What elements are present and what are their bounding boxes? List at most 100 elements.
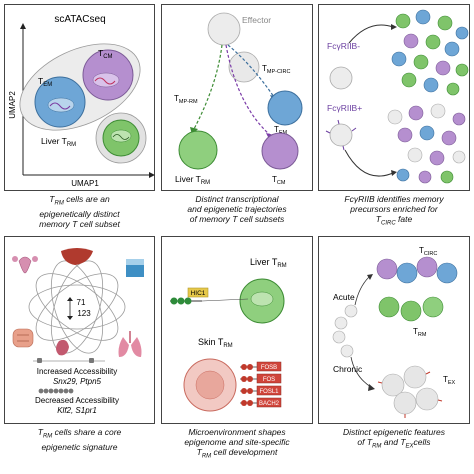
acute-arrow bbox=[354, 276, 370, 306]
increased-label: Increased Accessibility bbox=[37, 367, 117, 376]
precursor-chain bbox=[332, 304, 358, 358]
caption-panel1: TRM cells are an epigenetically distinct… bbox=[39, 194, 120, 229]
trajectory-to-tcm bbox=[225, 44, 271, 136]
microenvironment-diagram: Liver TRM HIC1 Skin TRM FOSB FOS bbox=[170, 257, 287, 412]
decreased-label: Decreased Accessibility bbox=[35, 396, 119, 405]
x-axis-arrow bbox=[149, 172, 155, 178]
caption-panel2: Distinct transcriptional and epigenetic … bbox=[187, 194, 287, 224]
fcgr2b-neg-cell bbox=[329, 66, 353, 90]
tem-cell-2 bbox=[267, 90, 303, 126]
fosb-box bbox=[256, 361, 282, 372]
chronic-arrowhead bbox=[368, 384, 375, 391]
tcm-cell-2 bbox=[261, 132, 299, 170]
fcgr2b-pos-label: FcγRIIB+ bbox=[327, 103, 362, 113]
tex-label: TEX bbox=[443, 375, 456, 386]
tem-chromatin bbox=[49, 102, 71, 110]
acute-chronic-diagram: Acute Chronic TCIRC TRM bbox=[332, 246, 458, 418]
fcgr2b-pos-progeny bbox=[387, 103, 466, 184]
umap2-label: UMAP2 bbox=[8, 91, 17, 119]
liver-trm-label: Liver TRM bbox=[41, 136, 76, 148]
liver-chromatin bbox=[112, 134, 130, 140]
tmp-circ-label: TMP-CIRC bbox=[262, 64, 290, 75]
trajectory-diagram: Effector TMP-CIRC TMP-RM TEM Liver TRM T… bbox=[174, 12, 303, 186]
liver-icon bbox=[61, 248, 93, 265]
decreased-track bbox=[38, 388, 74, 394]
acute-label: Acute bbox=[333, 292, 355, 302]
fos-label: FOS bbox=[263, 377, 275, 383]
tmp-circ-cell bbox=[228, 51, 260, 83]
tem-nucleus bbox=[47, 97, 75, 113]
venn-count-up: 71 bbox=[77, 298, 86, 307]
arrow-pos bbox=[344, 149, 394, 177]
umap-diagram: scATACseq UMAP2 UMAP1 TCM TEM Liver TRM bbox=[8, 14, 155, 188]
caption-panel4: TRM cells share a core epigenetic signat… bbox=[37, 427, 122, 452]
panel-trm-vs-tex: Acute Chronic TCIRC TRM bbox=[318, 236, 470, 424]
panel1-title: scATACseq bbox=[54, 14, 105, 25]
y-axis-arrow bbox=[20, 23, 26, 29]
tcirc-label: TCIRC bbox=[419, 246, 437, 257]
chronic-arrow bbox=[350, 356, 372, 388]
fosl1-box bbox=[256, 385, 282, 396]
fosl1-label: FOSL1 bbox=[259, 389, 279, 395]
panel-core-signature: 71 123 Increased Accessibility Snx29, Pt… bbox=[4, 236, 155, 424]
skin-icon bbox=[126, 259, 144, 277]
fcgr2b-neg-progeny bbox=[391, 9, 469, 96]
liver-trm-cell-2 bbox=[178, 130, 218, 170]
tcirc-cells bbox=[376, 256, 458, 284]
uterus-icon bbox=[12, 256, 38, 274]
increased-track bbox=[33, 358, 105, 363]
kidney-icon bbox=[56, 339, 69, 356]
panel-trajectories: Effector TMP-CIRC TMP-RM TEM Liver TRM T… bbox=[161, 4, 313, 191]
fcgr2b-receptors bbox=[325, 119, 357, 151]
chronic-label: Chronic bbox=[333, 364, 363, 374]
hic1-label: HIC1 bbox=[191, 290, 206, 297]
lung-icon bbox=[118, 331, 142, 357]
caption-panel5: Microenvironment shapes epigenome and si… bbox=[184, 427, 290, 460]
hic1-box bbox=[187, 287, 209, 298]
fcgr2b-diagram: FcγRIIB- FcγRIIB+ bbox=[325, 9, 469, 184]
effector-cell bbox=[207, 12, 241, 46]
trm-label: TRM bbox=[413, 327, 427, 338]
arrow-pos-head bbox=[391, 170, 397, 176]
panel-microenvironment: Liver TRM HIC1 Skin TRM FOSB FOS bbox=[161, 236, 313, 424]
hic1-pointer bbox=[201, 298, 249, 302]
liver-trm-label-2: Liver TRM bbox=[175, 174, 210, 186]
caption-panel3: FcγRIIB identifies memory precursors enr… bbox=[344, 194, 444, 227]
skin-trm-nucleus bbox=[195, 370, 225, 400]
tcm-label: TCM bbox=[98, 48, 113, 60]
liver-trm-nucleus-3 bbox=[250, 291, 274, 307]
fcgr2b-neg-label: FcγRIIB- bbox=[327, 41, 360, 51]
trajectory-to-trm bbox=[193, 44, 223, 130]
caption-panel6: Distinct epigenetic features of TRM and … bbox=[342, 427, 446, 450]
intestine-icon bbox=[12, 328, 34, 348]
arrow-neg-head bbox=[391, 24, 397, 30]
bach2-label: BACH2 bbox=[259, 401, 280, 407]
acute-arrowhead bbox=[367, 274, 373, 280]
tex-receptors bbox=[377, 371, 443, 418]
venn-count-down: 123 bbox=[77, 309, 91, 318]
up-arrowhead bbox=[67, 297, 73, 301]
fcgr2b-pos-cell bbox=[329, 123, 353, 147]
venn-ellipses bbox=[28, 260, 126, 354]
tcm-nucleus bbox=[92, 72, 120, 88]
liver-trm-label-3: Liver TRM bbox=[250, 257, 287, 269]
tcm-chromatin bbox=[94, 77, 116, 85]
down-arrowhead bbox=[67, 316, 73, 320]
tem-label: TEM bbox=[38, 76, 52, 88]
venn-diagram: 71 123 Increased Accessibility Snx29, Pt… bbox=[12, 248, 144, 415]
bach2-box bbox=[256, 397, 282, 408]
fos-box bbox=[256, 373, 282, 384]
trajectory-to-tem bbox=[227, 44, 275, 98]
fosb-label: FOSB bbox=[261, 365, 277, 371]
effector-label: Effector bbox=[242, 15, 271, 25]
decreased-genes: Klf2, S1pr1 bbox=[57, 406, 97, 415]
liver-dna-track bbox=[170, 297, 202, 305]
gene-boxes: FOSB FOS FOSL1 BACH2 bbox=[256, 361, 282, 408]
arrow-neg bbox=[348, 24, 394, 44]
tcm-label-2: TCM bbox=[272, 175, 286, 186]
skin-trm-label: Skin TRM bbox=[198, 337, 233, 349]
umap1-label: UMAP1 bbox=[71, 179, 99, 188]
trm-cells bbox=[378, 296, 444, 322]
tex-cells bbox=[381, 365, 439, 415]
increased-genes: Snx29, Ptpn5 bbox=[53, 377, 102, 386]
